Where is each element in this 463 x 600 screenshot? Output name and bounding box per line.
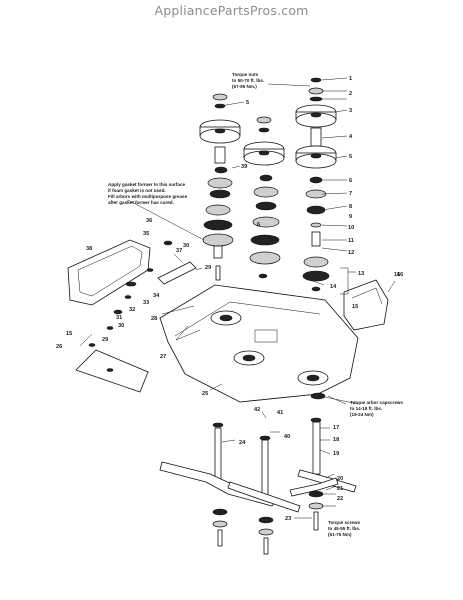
callout-25: 25 [202, 391, 208, 397]
idler-hardware [88, 240, 221, 347]
svg-text:Torque nuts: Torque nuts [232, 72, 259, 77]
callout-23: 23 [285, 516, 291, 522]
callout-16b: 16 [394, 272, 400, 278]
callout-38: 38 [86, 246, 92, 252]
callout-30: 30 [183, 243, 189, 249]
callout-1: 1 [349, 76, 352, 82]
callout-15: 15 [352, 304, 358, 310]
leader-lines [79, 77, 396, 519]
callout-35a: 35 [143, 231, 149, 237]
svg-text:(67-95 Nm.): (67-95 Nm.) [232, 84, 257, 89]
callout-14: 14 [330, 284, 337, 290]
svg-text:Apply gasket former to this su: Apply gasket former to this surface [108, 182, 186, 187]
callout-42: 42 [254, 407, 260, 413]
callout-2: 2 [349, 91, 352, 97]
svg-text:to 45-55 ft. lbs.: to 45-55 ft. lbs. [328, 526, 360, 531]
callout-39: 39 [241, 164, 247, 170]
svg-text:Fill arbors with multipurpose: Fill arbors with multipurpose grease [108, 194, 188, 199]
svg-text:(61-75 Nm): (61-75 Nm) [328, 532, 352, 537]
callout-29b: 29 [102, 337, 108, 343]
part-callouts: 1 2 3 4 5 6 7 8 9 10 11 12 13 14 15 16 5… [56, 76, 403, 522]
callout-37: 37 [176, 248, 182, 254]
callout-6b: 6 [257, 222, 260, 228]
left-blade-assembly [159, 422, 277, 547]
callout-27: 27 [160, 354, 166, 360]
callout-29: 29 [205, 265, 211, 271]
site-header[interactable]: AppliancePartsPros.com [154, 3, 309, 18]
callout-15b: 15 [66, 331, 72, 337]
callout-33: 33 [143, 300, 149, 306]
svg-text:after gasket former has cured.: after gasket former has cured. [108, 200, 174, 205]
callout-22: 22 [337, 496, 343, 502]
callout-20: 20 [337, 476, 343, 482]
callout-17: 17 [333, 425, 339, 431]
left-spindle-assembly [199, 93, 241, 259]
svg-text:if foam gasket is not used.: if foam gasket is not used. [108, 188, 166, 193]
callout-5: 5 [349, 154, 352, 160]
callout-19: 19 [333, 451, 339, 457]
svg-text:Torque arbor capscrews: Torque arbor capscrews [350, 400, 403, 405]
callout-21: 21 [337, 486, 343, 492]
right-spindle-assembly [295, 77, 337, 292]
svg-text:(19-24 Nm): (19-24 Nm) [350, 412, 374, 417]
callout-18: 18 [333, 437, 339, 443]
right-blade-assembly [289, 417, 357, 531]
callout-31: 31 [116, 315, 122, 321]
left-mulch-plate [75, 349, 149, 393]
callout-30b: 30 [118, 323, 124, 329]
note-gasket: Apply gasket former to this surface if f… [108, 182, 188, 205]
svg-text:to 14-18 ft. lbs.: to 14-18 ft. lbs. [350, 406, 382, 411]
callout-11: 11 [348, 238, 354, 244]
callout-8: 8 [349, 204, 352, 210]
callout-6: 6 [349, 178, 352, 184]
right-discharge-guard [343, 279, 389, 331]
svg-text:to 50-70 ft. lbs.: to 50-70 ft. lbs. [232, 78, 264, 83]
callout-5b: 5 [246, 100, 249, 106]
callout-9: 9 [349, 214, 352, 220]
callout-36: 36 [146, 218, 152, 224]
callout-26: 26 [56, 344, 62, 350]
center-blade-assembly [227, 435, 301, 555]
callout-13: 13 [358, 271, 364, 277]
note-torque-arbor: Torque arbor capscrews to 14-18 ft. lbs.… [350, 400, 403, 417]
svg-text:Torque screws: Torque screws [328, 520, 361, 525]
callout-4: 4 [349, 134, 353, 140]
center-spindle-assembly [243, 116, 285, 279]
callout-32: 32 [129, 307, 135, 313]
callout-3: 3 [349, 108, 352, 114]
callout-10: 10 [348, 225, 354, 231]
callout-16: 16 [397, 272, 403, 278]
mower-deck [159, 284, 359, 403]
callout-28: 28 [151, 316, 157, 322]
note-torque-nuts: Torque nuts to 50-70 ft. lbs. (67-95 Nm.… [232, 72, 264, 89]
callout-41: 41 [277, 410, 283, 416]
callout-24: 24 [239, 440, 246, 446]
callout-7: 7 [349, 191, 352, 197]
callout-40: 40 [284, 434, 290, 440]
callout-12: 12 [348, 250, 354, 256]
note-torque-screws: Torque screws to 45-55 ft. lbs. (61-75 N… [328, 520, 361, 537]
callout-34: 34 [153, 293, 160, 299]
belt-cover [67, 239, 151, 306]
